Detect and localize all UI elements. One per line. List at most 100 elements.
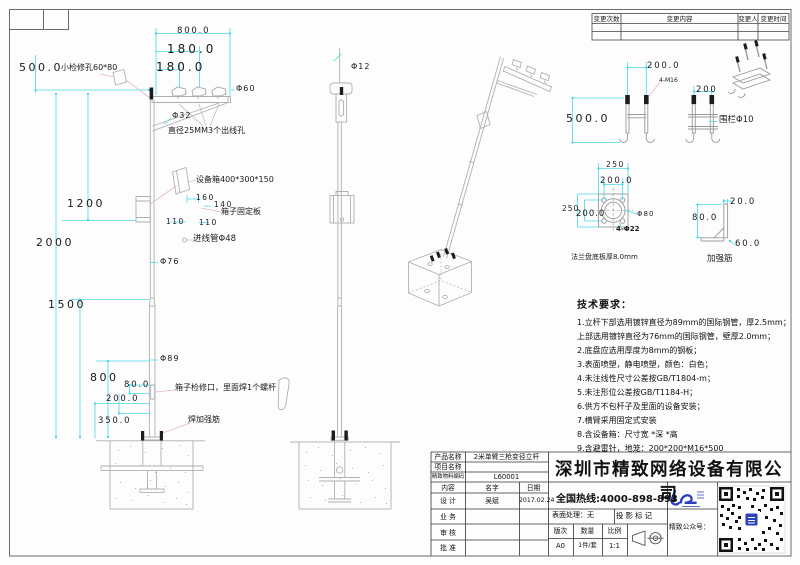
dim-top-800: 800.0 (177, 26, 211, 36)
projection-mark-label: 投影标记 (616, 510, 654, 520)
qr-code (717, 485, 786, 554)
review-row-label: 审 核 (440, 528, 456, 537)
revision-col-content: 变更内容 (666, 14, 693, 23)
tech-item: 7.横臂采用固定式安装 (577, 416, 657, 425)
label-access-hole: 箱子检修口，里面焊1个螺杆 (175, 383, 277, 392)
bolt-marks (141, 40, 767, 441)
tech-item: 6.供方不包杆子及里面的设备安装； (577, 402, 705, 411)
jz-logo (670, 489, 704, 507)
design-name: 吴斌 (485, 496, 499, 505)
design-row-label: 设 计 (440, 496, 456, 505)
dim-140: 140 (214, 200, 233, 209)
wechat-label: 精致公众号： (669, 522, 710, 531)
tech-item: 5.未注形位公差按GB/T1184-H； (577, 388, 698, 397)
label-hand-hole: 小检修孔60*80 (61, 63, 118, 72)
flange-dim-200-left: 200.0 (576, 209, 606, 219)
fence-label: 围栏Φ10 (719, 115, 754, 125)
flange-dim-250-left: 250 (562, 204, 580, 213)
dim-arm-180a: 180.0 (167, 42, 217, 56)
label-conduit: 进线管Φ48 (193, 234, 237, 244)
dia-lower-89: Φ89 (160, 354, 180, 363)
front-view-geometry (96, 68, 290, 510)
dim-1500: 1500 (48, 298, 86, 311)
projection-symbol (632, 530, 664, 547)
label-plate: 箱子固定板 (221, 207, 261, 216)
revision-table-grid (591, 13, 790, 41)
hotline: 全国热线:4000-898-893 (556, 494, 678, 505)
name-col-label: 名字 (485, 483, 499, 492)
product-name-value: 2米单臂三枪变径立杆 (473, 453, 540, 461)
rev-value: A0 (556, 542, 565, 550)
surface-treatment: 表面处理：无 (552, 511, 594, 519)
dim-160: 160 (196, 193, 215, 202)
approve-row-label: 批 准 (440, 544, 456, 552)
tech-item: 2.底盘应选用厚度为8mm的钢板； (577, 346, 702, 355)
label-outlet-holes: 直径25MM3个出线孔 (168, 126, 246, 135)
rib-dim-80: 80.0 (692, 213, 719, 223)
side-view-geometry (290, 48, 400, 510)
title-block-grid (430, 451, 791, 556)
flange-dim-250-top: 250 (606, 160, 625, 169)
revision-col-count: 变更次数 (593, 14, 620, 23)
product-name-label: 产品名称 (434, 453, 462, 461)
tech-item: 1.立杆下部选用镀锌直径为89mm的国际钢管，厚2.5mm； (577, 318, 791, 327)
dim-1200: 1200 (67, 197, 105, 210)
rib-dim-60: 60.0 (735, 239, 762, 249)
fence-dim-200: 200 (696, 85, 718, 95)
tech-item: 上部选用镀锌直径为76mm的国际钢管，壁厚2.0mm； (577, 332, 776, 341)
dia-brace-32: Φ32 (172, 111, 192, 120)
project-name-label: 项目名称 (434, 463, 462, 471)
flange-holes-label: 4-Φ22 (616, 225, 640, 233)
concrete-stipple (115, 445, 387, 505)
revision-col-time: 变更时间 (760, 14, 787, 23)
tech-item: 8.含设备箱：尺寸宽 *深 *高 (577, 430, 678, 439)
label-weld-rib: 焊加强筋 (188, 415, 220, 424)
dim-800: 800 (90, 371, 119, 384)
qty-col-label: 数量 (580, 527, 595, 535)
dim-80: 80.0 (124, 380, 151, 390)
rev-col-label: 版次 (553, 527, 568, 535)
tech-item: 4.未注线性尺寸公差按GB/T1804-m； (577, 374, 715, 383)
dimension-lines (35, 28, 736, 438)
dim-110b: 110 (199, 218, 218, 227)
dim-200: 200.0 (106, 394, 140, 404)
dia-upper-76: Φ76 (160, 257, 180, 266)
scale-value: 1:1 (609, 542, 620, 550)
content-col-label: 内容 (441, 483, 455, 492)
label-equip-box: 设备箱400*300*150 (196, 175, 274, 184)
dim-2000: 2000 (36, 236, 74, 249)
scale-col-label: 比例 (607, 527, 622, 535)
dim-left-500: 500.0 (19, 61, 63, 74)
tech-item: 9.含避雷针，地笼：200*200*M16*500 (577, 444, 724, 453)
dim-110a: 110 (166, 217, 185, 226)
revision-col-person: 变更人 (738, 14, 758, 23)
material-code-label: 精致物料编码 (431, 473, 465, 480)
dim-arm-180b: 180.0 (156, 60, 206, 74)
sheet-border (9, 9, 792, 557)
cage-dim-500: 500.0 (566, 112, 610, 125)
dia-arm-60: Φ60 (236, 84, 256, 93)
flange-dia-80: Φ80 (637, 210, 655, 218)
rib-caption: 加强筋 (707, 254, 733, 264)
cage-dim-200: 200.0 (647, 61, 681, 71)
dia-rod-12: Φ12 (351, 62, 371, 71)
qty-value: 1件/套 (578, 542, 597, 549)
tech-item: 3.表面喷塑，静电喷塑，颜色：白色； (577, 360, 713, 369)
material-code-value: L60001 (493, 473, 520, 481)
dim-350: 350.0 (98, 416, 132, 426)
company-name: 深圳市精致网络设备有限公司 (555, 460, 783, 505)
flange-caption: 法兰盘底板厚8.0mm (571, 253, 638, 261)
flange-dim-200-top: 200.0 (600, 176, 634, 186)
date-col-label: 日期 (526, 483, 541, 492)
leader-lines (99, 73, 661, 434)
tech-requirements: 技术要求： 1.立杆下部选用镀锌直径为89mm的国际钢管，厚2.5mm； 上部选… (577, 296, 795, 456)
camera-icons-front (171, 86, 227, 99)
anchor-cage-detail (619, 43, 772, 143)
business-row-label: 业 务 (440, 512, 456, 521)
design-date: 2017.02.24 (519, 497, 555, 504)
tech-requirements-title: 技术要求： (577, 300, 632, 311)
isometric-view-geometry (407, 56, 553, 307)
cage-bolts-label: 4-M16 (659, 77, 678, 84)
